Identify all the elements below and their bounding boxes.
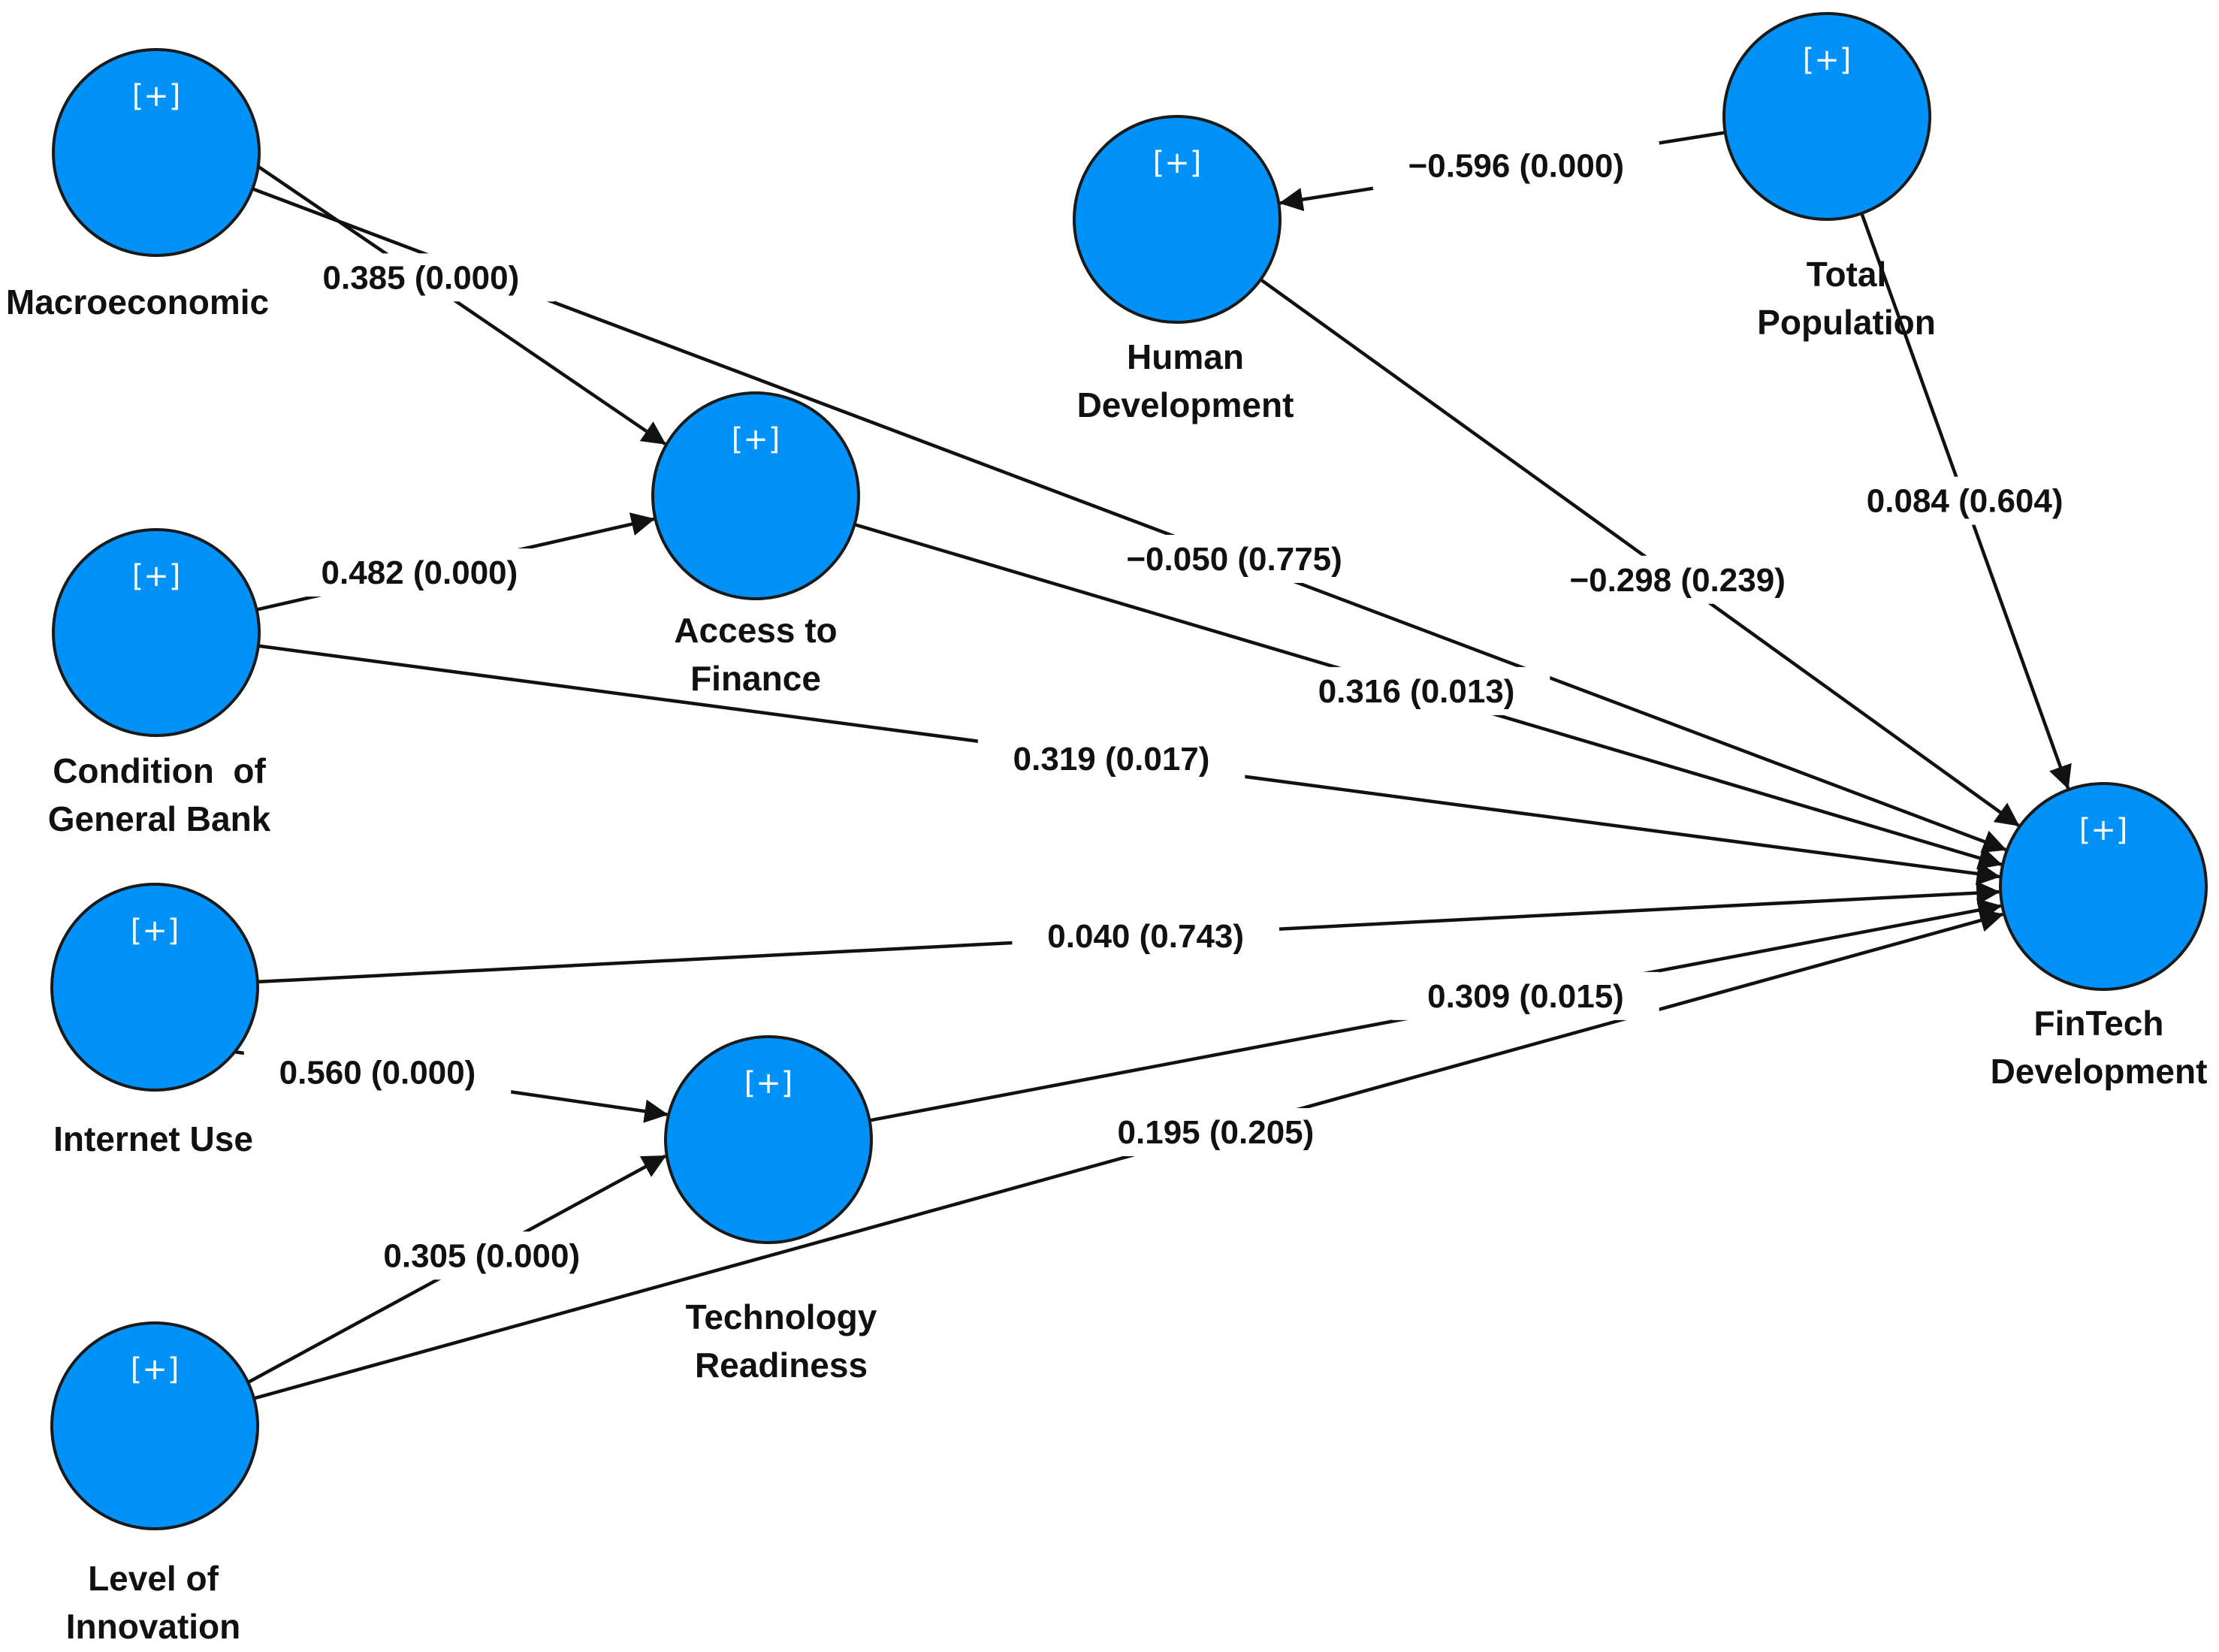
expand-icon[interactable]: [+]	[131, 1352, 180, 1387]
node-circle[interactable]	[664, 1035, 873, 1244]
node-label-macro: Macroeconomic	[6, 282, 269, 322]
node-label-totalpop: Total	[1807, 255, 1886, 294]
node-label-internet: Internet Use	[53, 1119, 253, 1158]
node-circle[interactable]	[50, 883, 259, 1092]
edge-label-totalpop-to-human: −0.596 (0.000)	[1408, 148, 1624, 185]
edge-label-tech-to-fintech: 0.309 (0.015)	[1427, 978, 1624, 1015]
node-circle[interactable]	[52, 48, 261, 257]
edge-label-background	[1392, 971, 1659, 1020]
edge-label-cond-to-fintech: 0.319 (0.017)	[1013, 741, 1210, 778]
node-circle[interactable]	[651, 391, 860, 600]
expand-icon[interactable]: [+]	[132, 559, 181, 593]
node-label-human: Development	[1077, 385, 1294, 424]
edge-label-background	[1831, 476, 2099, 525]
edge-label-background	[285, 548, 554, 597]
edge-label-human-to-fintech: −0.298 (0.239)	[1569, 562, 1785, 599]
edge-arrow-innov-to-fintech	[253, 908, 2004, 1400]
edge-label-internet-to-tech: 0.560 (0.000)	[279, 1055, 476, 1092]
edge-arrow-macro-to-access	[257, 165, 666, 445]
expand-icon[interactable]: [+]	[132, 79, 181, 113]
node-label-fintech: Development	[1991, 1052, 2208, 1091]
expand-icon[interactable]: [+]	[732, 422, 780, 457]
edge-label-background	[1282, 666, 1550, 715]
edge-label-background	[243, 1048, 512, 1097]
node-label-innov: Innovation	[66, 1607, 241, 1646]
edge-label-background	[977, 735, 1245, 784]
edge-label-background	[1372, 141, 1659, 190]
edge-label-innov-to-fintech: 0.195 (0.205)	[1118, 1114, 1315, 1151]
expand-icon[interactable]: [+]	[2079, 813, 2128, 847]
node-internet[interactable]: [+] Internet Use	[50, 883, 259, 1158]
node-label-fintech: FinTech	[2034, 1004, 2164, 1043]
node-label-innov: Level of	[88, 1559, 219, 1598]
edge-label-layer: 0.385 (0.000) 0.482 (0.000) −0.050 (0.775)…	[243, 141, 2099, 1280]
node-circle[interactable]	[52, 528, 261, 737]
edge-label-background	[1091, 534, 1378, 583]
node-label-tech: Technology	[686, 1297, 877, 1336]
node-circle[interactable]	[1073, 115, 1282, 324]
edge-label-cond-to-access: 0.482 (0.000)	[322, 554, 518, 591]
node-circle[interactable]	[50, 1321, 259, 1530]
edge-label-macro-to-access: 0.385 (0.000)	[323, 259, 520, 296]
node-innov[interactable]: [+] Level of Innovation	[50, 1321, 259, 1646]
node-label-access: Finance	[690, 659, 821, 698]
node-label-totalpop: Population	[1757, 303, 1936, 342]
edge-label-background	[1534, 555, 1821, 604]
node-macro[interactable]: [+] Macroeconomic	[6, 48, 269, 322]
edge-label-background	[1082, 1108, 1350, 1157]
node-circle[interactable]	[1722, 12, 1931, 221]
edge-label-background	[287, 253, 555, 302]
edge-label-innov-to-tech: 0.305 (0.000)	[383, 1237, 580, 1274]
expand-icon[interactable]: [+]	[744, 1066, 793, 1101]
node-label-human: Human	[1127, 337, 1244, 376]
edge-label-access-to-fintech: 0.316 (0.013)	[1318, 673, 1515, 710]
expand-icon[interactable]: [+]	[1153, 146, 1202, 180]
edge-label-internet-to-fintech: 0.040 (0.743)	[1047, 918, 1244, 955]
edge-label-macro-to-fintech: −0.050 (0.775)	[1126, 541, 1342, 578]
node-label-cond: Condition of	[53, 751, 266, 790]
edge-arrow-human-to-fintech	[1259, 278, 2020, 827]
node-layer: [+] Macroeconomic [+] Condition of General B…	[6, 12, 2208, 1646]
edge-label-totalpop-to-fintech: 0.084 (0.604)	[1867, 483, 2064, 520]
node-access[interactable]: [+] Access to Finance	[651, 391, 860, 698]
expand-icon[interactable]: [+]	[1803, 43, 1852, 77]
node-label-access: Access to	[674, 611, 837, 650]
edge-label-background	[1012, 911, 1279, 960]
node-circle[interactable]	[1999, 782, 2208, 991]
edge-label-background	[348, 1231, 616, 1280]
expand-icon[interactable]: [+]	[131, 914, 180, 948]
node-label-cond: General Bank	[48, 799, 271, 838]
node-cond[interactable]: [+] Condition of General Bank	[48, 528, 271, 838]
node-label-tech: Readiness	[695, 1345, 868, 1385]
